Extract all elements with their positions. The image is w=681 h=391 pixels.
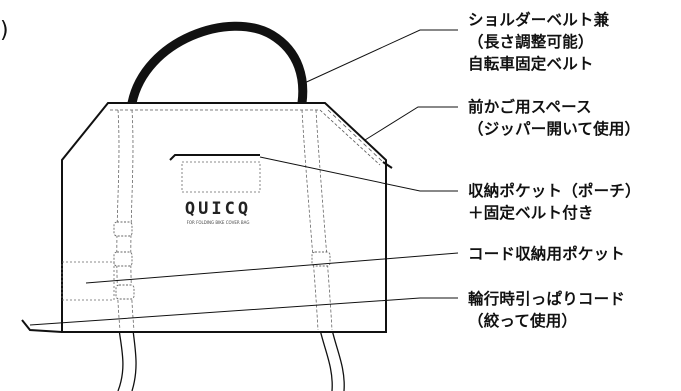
label-line: コード収納用ポケット: [468, 245, 626, 263]
cord-pocket-area: [61, 261, 115, 301]
label-shoulder-belt: ショルダーベルト兼 （長さ調整可能） 自転車固定ベルト: [468, 9, 609, 75]
belt-channel-left: [116, 109, 135, 331]
bag-top-stitch: [110, 109, 381, 166]
label-line: （ジッパー開いて使用）: [468, 120, 641, 138]
label-line: 自転車固定ベルト: [468, 55, 594, 73]
leader-shoulder-belt: [299, 29, 458, 86]
label-front-basket: 前かご用スペース （ジッパー開いて使用）: [468, 96, 640, 140]
belt-buckles: [113, 221, 331, 300]
label-line: 前かご用スペース: [468, 98, 592, 116]
label-pull-cord: 輪行時引っぱりコード （絞って使用）: [468, 288, 625, 332]
label-line: （絞って使用）: [468, 312, 578, 330]
label-cord-pocket: コード収納用ポケット: [468, 243, 625, 265]
pull-cord: [21, 319, 63, 333]
label-line: （長さ調整可能）: [468, 33, 594, 51]
pocket-zipper: [169, 154, 260, 161]
leader-pocket: [259, 156, 458, 192]
logo-tagline: FOR FOLDING BIKE COVER BAG: [187, 220, 250, 225]
leader-pull-cord: [29, 297, 458, 326]
logo-wordmark: QUICQ: [185, 199, 251, 219]
leader-front-basket: [364, 106, 458, 141]
leader-cord-pocket: [85, 252, 459, 284]
corner-mark: ): [0, 18, 9, 43]
label-line: 輪行時引っぱりコード: [468, 290, 626, 308]
label-line: 収納ポケット（ポーチ）: [468, 182, 641, 200]
label-pocket: 収納ポケット（ポーチ） ＋固定ベルト付き: [468, 180, 641, 224]
pocket-area: [181, 161, 261, 193]
label-line: ＋固定ベルト付き: [468, 204, 594, 222]
belt-channel-right: [301, 109, 333, 331]
shoulder-strap: [127, 21, 308, 108]
front-basket-zipper: [324, 102, 387, 161]
label-line: ショルダーベルト兼: [468, 11, 610, 29]
